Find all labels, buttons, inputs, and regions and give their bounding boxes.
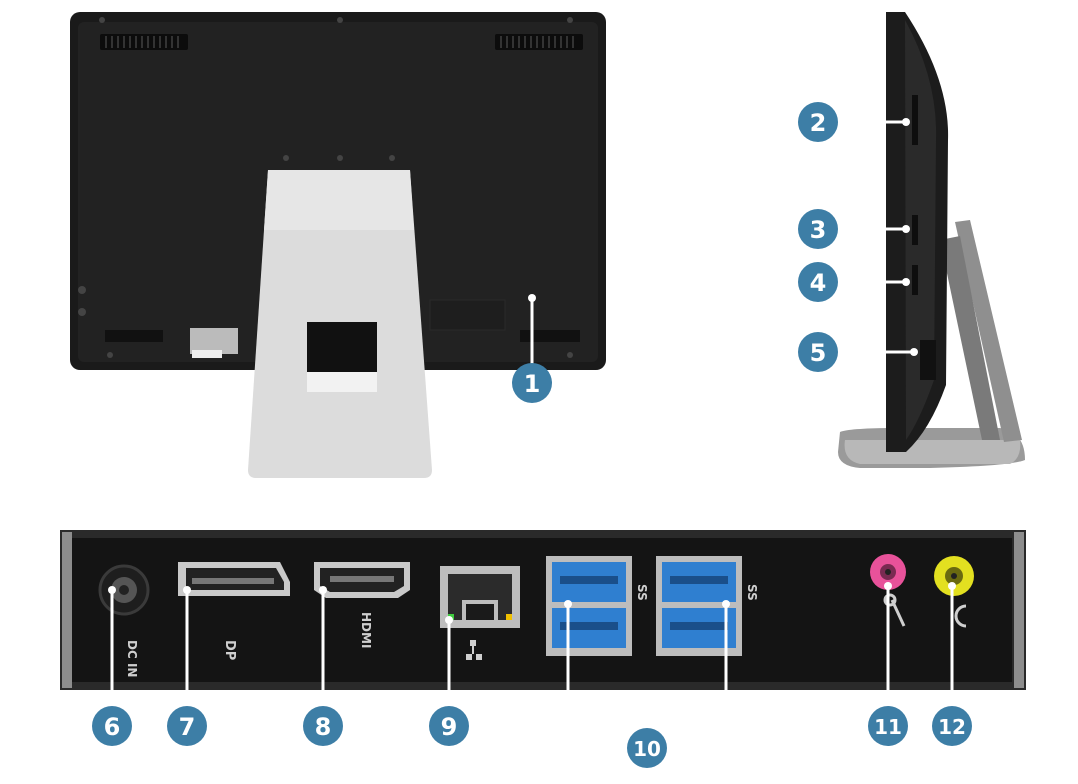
- callout-6: 6: [92, 706, 132, 746]
- svg-text:10: 10: [633, 737, 661, 761]
- hdmi-label: HDMI: [359, 612, 373, 648]
- svg-text:12: 12: [938, 715, 966, 739]
- callout-1: 1: [512, 363, 552, 403]
- side-stand-arm: [955, 220, 1022, 442]
- svg-text:2: 2: [810, 109, 827, 137]
- label-sticker: [190, 328, 238, 354]
- callout-9: 9: [429, 706, 469, 746]
- svg-text:6: 6: [104, 713, 121, 741]
- callout-10: 10: [627, 728, 667, 768]
- svg-text:5: 5: [810, 339, 827, 367]
- callout-4: 4: [798, 262, 838, 302]
- usb-ss-label-2: SS: [745, 584, 759, 601]
- callout-3: 3: [798, 209, 838, 249]
- network-symbol: [466, 640, 482, 660]
- callout-5: 5: [798, 332, 838, 372]
- dc-in-label: DC IN: [125, 640, 139, 677]
- callout-11: 11: [868, 706, 908, 746]
- back-view: [70, 12, 606, 478]
- mic-jack: [870, 554, 906, 590]
- top-vents-right: [495, 34, 583, 50]
- top-vents-left: [100, 34, 188, 50]
- svg-text:11: 11: [874, 715, 902, 739]
- callout-7: 7: [167, 706, 207, 746]
- dp-label: DP: [222, 640, 237, 660]
- usb-ss-label-1: SS: [635, 584, 649, 601]
- back-screws: [78, 17, 573, 358]
- lan-port: [440, 566, 520, 628]
- line-out-jack: [934, 556, 974, 596]
- callout-12: 12: [932, 706, 972, 746]
- displayport-port: [178, 562, 290, 596]
- svg-text:7: 7: [179, 713, 196, 741]
- callout-8: 8: [303, 706, 343, 746]
- side-view: [838, 12, 1025, 468]
- dc-in-port: [98, 564, 150, 616]
- callout-badges: 1 2 3 4 5 6 7 8: [92, 102, 972, 768]
- hdmi-port: [314, 562, 410, 598]
- port-panel: DC IN DP HDMI: [60, 530, 1026, 690]
- usb3-ports-left: [546, 556, 632, 656]
- svg-text:8: 8: [315, 713, 332, 741]
- headphone-icon: [954, 604, 967, 628]
- mic-icon: [883, 593, 906, 627]
- callout-2: 2: [798, 102, 838, 142]
- svg-text:1: 1: [524, 370, 541, 398]
- callout-lines: [108, 118, 956, 750]
- svg-text:4: 4: [810, 269, 827, 297]
- svg-text:3: 3: [810, 216, 827, 244]
- svg-text:9: 9: [441, 713, 458, 741]
